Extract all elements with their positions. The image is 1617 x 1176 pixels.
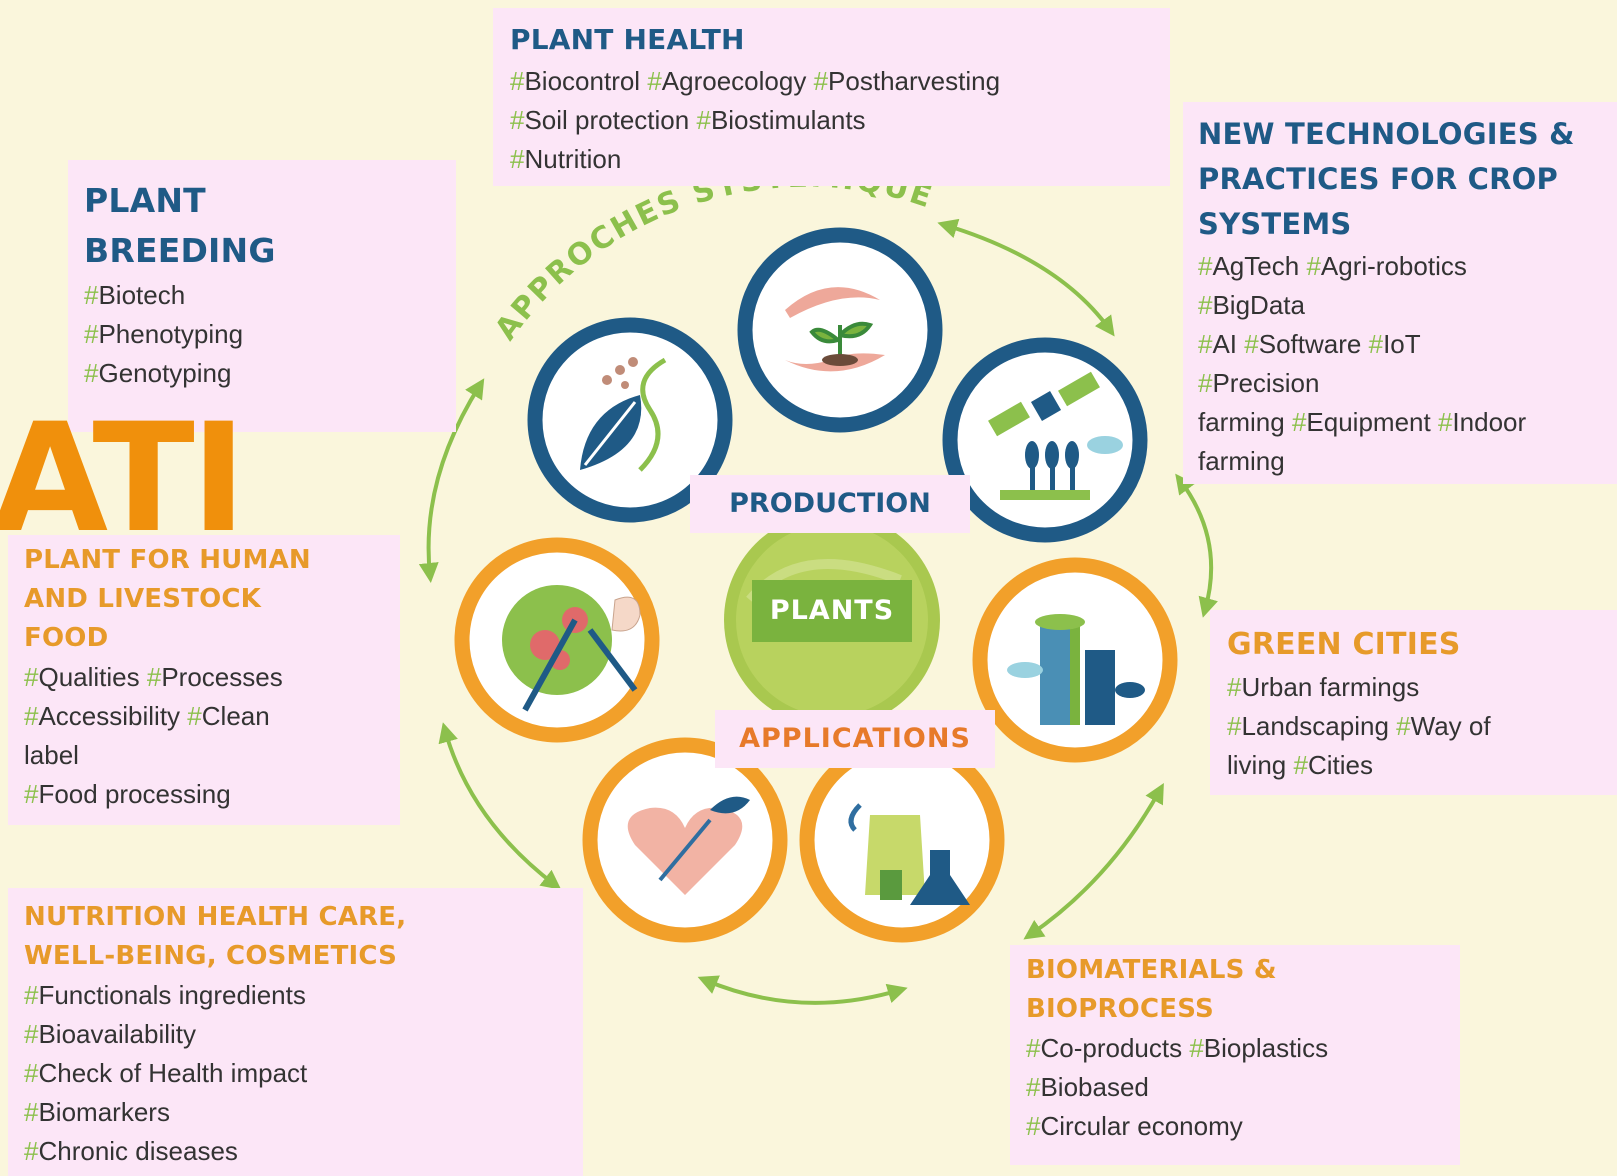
tag-list: Co-products Bioplastics Biobased Circula… xyxy=(1026,1029,1444,1146)
tag: Accessibility xyxy=(24,701,180,731)
arrow-cities-to-biomaterials xyxy=(1023,783,1164,940)
box-plant-health: PLANT HEALTH Biocontrol Agroecology Post… xyxy=(493,8,1170,186)
tag: Precision xyxy=(1198,368,1319,398)
tag: Nutrition xyxy=(510,144,621,174)
tag: Check of Health impact xyxy=(24,1058,307,1088)
cities-circle xyxy=(972,557,1178,763)
tag: Bioplastics xyxy=(1189,1033,1328,1063)
box-title: BIOPROCESS xyxy=(1026,994,1214,1024)
tag: Qualities xyxy=(24,662,140,692)
box-biomaterials: BIOMATERIALS & BIOPROCESS Co-products Bi… xyxy=(1010,945,1460,1165)
dna-icon xyxy=(638,357,667,472)
tag: Phenotyping xyxy=(84,319,243,349)
tag: Biotech xyxy=(84,280,185,310)
tag: Agroecology xyxy=(647,66,806,96)
arrow-tech-to-cities xyxy=(1175,473,1218,618)
breeding-circle xyxy=(527,317,733,523)
box-title: WELL-BEING, COSMETICS xyxy=(24,941,398,971)
box-nutrition: NUTRITION HEALTH CARE, WELL-BEING, COSME… xyxy=(8,888,583,1176)
text: farming xyxy=(1198,407,1285,437)
tag-list: Qualities Processes Accessibility Clean … xyxy=(24,658,384,814)
big-overlay-text: ATI xyxy=(0,392,247,566)
tag: Bioavailability xyxy=(24,1019,196,1049)
center-plants-circle xyxy=(724,512,940,728)
box-title: PLANT xyxy=(84,181,206,220)
tag: Urban farmings xyxy=(1227,672,1419,702)
nutrition-circle xyxy=(582,737,788,943)
tag: Biomarkers xyxy=(24,1097,170,1127)
arrow-biomaterials-to-nutrition xyxy=(697,975,908,1005)
food-circle xyxy=(454,537,660,743)
flask-icon xyxy=(910,850,970,905)
buildings-icon xyxy=(1007,614,1145,725)
box-title: AND LIVESTOCK xyxy=(24,584,262,614)
tag: AI xyxy=(1198,329,1237,359)
tag: AgTech xyxy=(1198,251,1299,281)
production-label: PRODUCTION xyxy=(690,475,970,533)
tag-list: Functionals ingredients Bioavailability … xyxy=(24,976,567,1171)
box-human-food: PLANT FOR HUMAN AND LIVESTOCK FOOD Quali… xyxy=(8,535,400,825)
tag: Cities xyxy=(1293,750,1372,780)
plants-label: PLANTS xyxy=(769,595,895,626)
box-title: NEW TECHNOLOGIES & xyxy=(1198,117,1575,151)
tag-list: Biocontrol Agroecology Postharvesting So… xyxy=(510,62,1153,179)
box-title: SYSTEMS xyxy=(1198,207,1352,241)
applications-label: APPLICATIONS xyxy=(715,710,995,768)
sprout-icon xyxy=(809,321,874,358)
health-circle xyxy=(737,227,943,433)
tag: Biocontrol xyxy=(510,66,640,96)
tag: Chronic diseases xyxy=(24,1136,238,1166)
tag: Processes xyxy=(147,662,283,692)
box-title: PLANT HEALTH xyxy=(510,23,745,56)
tag: IoT xyxy=(1369,329,1421,359)
tag: Food processing xyxy=(24,779,231,809)
tag: Way of xyxy=(1396,711,1490,741)
text: label xyxy=(24,740,79,770)
tag-list: Biotech Phenotyping Genotyping xyxy=(84,276,440,393)
biomaterials-circle xyxy=(799,737,1005,943)
tag: Biobased xyxy=(1026,1072,1149,1102)
tag: Clean xyxy=(187,701,269,731)
tag: Equipment xyxy=(1292,407,1431,437)
tag: Software xyxy=(1244,329,1361,359)
tag: Biostimulants xyxy=(696,105,865,135)
tag: Postharvesting xyxy=(814,66,1000,96)
tag: Circular economy xyxy=(1026,1111,1243,1141)
arrow-nutrition-to-food xyxy=(438,722,562,890)
tag: Soil protection xyxy=(510,105,689,135)
hands-icon xyxy=(785,287,880,318)
box-title: GREEN CITIES xyxy=(1227,627,1461,662)
tag-list: AgTech Agri-robotics BigData AI Software… xyxy=(1198,247,1602,481)
box-title: BIOMATERIALS & xyxy=(1026,955,1277,985)
tag: Landscaping xyxy=(1227,711,1389,741)
fork-icon xyxy=(522,618,638,712)
box-title: PRACTICES FOR CROP xyxy=(1198,162,1558,196)
tag: Co-products xyxy=(1026,1033,1182,1063)
tag: Genotyping xyxy=(84,358,231,388)
arrow-health-to-tech xyxy=(937,218,1115,337)
tag-list: Urban farmings Landscaping Way of living… xyxy=(1227,668,1600,785)
box-plant-breeding: PLANT BREEDING Biotech Phenotyping Genot… xyxy=(68,160,456,432)
arrow-food-to-breeding xyxy=(418,378,485,583)
box-title: PLANT FOR HUMAN xyxy=(24,545,311,575)
tag: Functionals ingredients xyxy=(24,980,306,1010)
tag: Indoor xyxy=(1438,407,1526,437)
cycle-arrows xyxy=(418,218,1218,1005)
tech-circle xyxy=(942,337,1148,543)
tag: BigData xyxy=(1198,290,1305,320)
wheat-icon xyxy=(1025,441,1079,495)
text: living xyxy=(1227,750,1287,780)
box-new-technologies: NEW TECHNOLOGIES & PRACTICES FOR CROP SY… xyxy=(1183,102,1617,484)
text: farming xyxy=(1198,446,1285,476)
box-green-cities: GREEN CITIES Urban farmings Landscaping … xyxy=(1210,610,1617,795)
satellite-icon xyxy=(988,371,1100,437)
box-title: NUTRITION HEALTH CARE, xyxy=(24,902,407,932)
box-title: BREEDING xyxy=(84,231,276,270)
tag: Agri-robotics xyxy=(1306,251,1466,281)
box-title: FOOD xyxy=(24,623,109,653)
